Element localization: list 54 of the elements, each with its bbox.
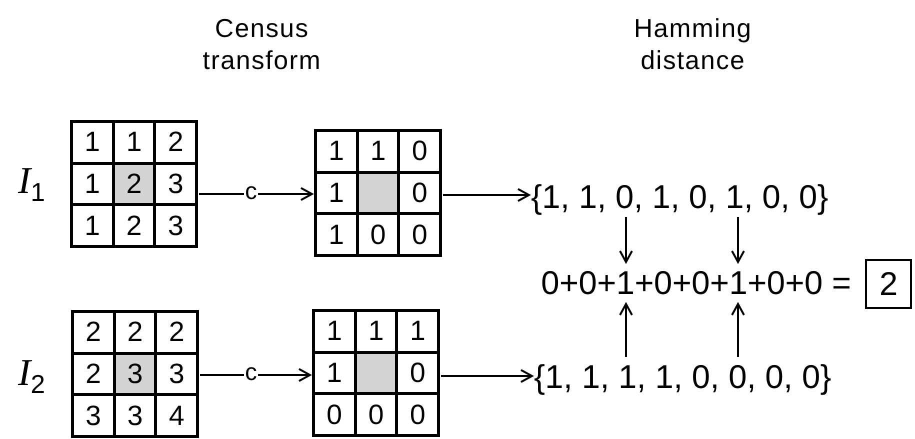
column-heading: Census transform <box>202 12 322 76</box>
grid-cell: 0 <box>400 132 439 171</box>
arrow <box>443 188 530 202</box>
arrow <box>199 187 313 201</box>
number-grid <box>314 129 442 257</box>
grid-cell: 1 <box>73 206 112 245</box>
grid-cell: 2 <box>74 313 113 352</box>
grid-cell: 1 <box>315 312 354 351</box>
number-grid <box>71 310 199 438</box>
grid-cell: 1 <box>114 123 154 162</box>
grid-cell: 1 <box>358 132 398 171</box>
grid-cell: 1 <box>317 132 356 171</box>
grid-cell: 0 <box>358 215 398 254</box>
arrow <box>731 303 745 357</box>
grid-cell: 4 <box>157 396 196 435</box>
grid-cell: 0 <box>400 174 439 212</box>
bit-vector: {1, 1, 1, 1, 0, 0, 0, 0} <box>534 358 854 396</box>
grid-cell: 0 <box>398 354 437 392</box>
arrow <box>731 217 745 263</box>
grid-cell: 2 <box>157 313 196 352</box>
result-value: 2 <box>865 259 912 309</box>
bit-vector: {1, 1, 0, 1, 0, 1, 0, 0} <box>531 178 851 216</box>
grid-cell: 2 <box>114 164 154 204</box>
grid-cell: 2 <box>116 313 154 352</box>
grid-cell: 3 <box>156 164 195 204</box>
grid-cell: 2 <box>74 354 113 394</box>
grid-cell: 1 <box>356 312 396 351</box>
grid-cell: 3 <box>156 206 195 245</box>
image-label: I$_{1}$ <box>18 162 46 205</box>
grid-cell: 1 <box>315 354 354 392</box>
grid-cell: 2 <box>156 123 195 162</box>
grid-cell: 0 <box>398 395 437 434</box>
number-grid <box>312 309 440 437</box>
arrow <box>619 303 633 357</box>
arrow <box>441 369 533 383</box>
grid-cell: 0 <box>400 215 439 254</box>
grid-cell: 0 <box>356 395 396 434</box>
grid-cell: 1 <box>398 312 437 351</box>
grid-cell: 1 <box>73 123 112 162</box>
grid-cell: 3 <box>74 396 113 435</box>
arrow <box>619 217 633 263</box>
grid-cell: 3 <box>157 354 196 394</box>
grid-cell: 0 <box>315 395 354 434</box>
column-heading: Hamming distance <box>632 12 754 76</box>
arrow <box>200 368 311 382</box>
grid-cell: 1 <box>317 174 356 212</box>
grid-cell: 1 <box>73 164 112 204</box>
grid-cell: 3 <box>116 354 154 394</box>
image-label: I$_{2}$ <box>18 354 46 397</box>
grid-cell: 1 <box>317 215 356 254</box>
grid-cell: 2 <box>114 206 154 245</box>
number-grid <box>70 120 198 248</box>
sum-expression: 0+0+1+0+0+1+0+0 = <box>541 264 857 302</box>
grid-cell: 3 <box>116 396 154 435</box>
